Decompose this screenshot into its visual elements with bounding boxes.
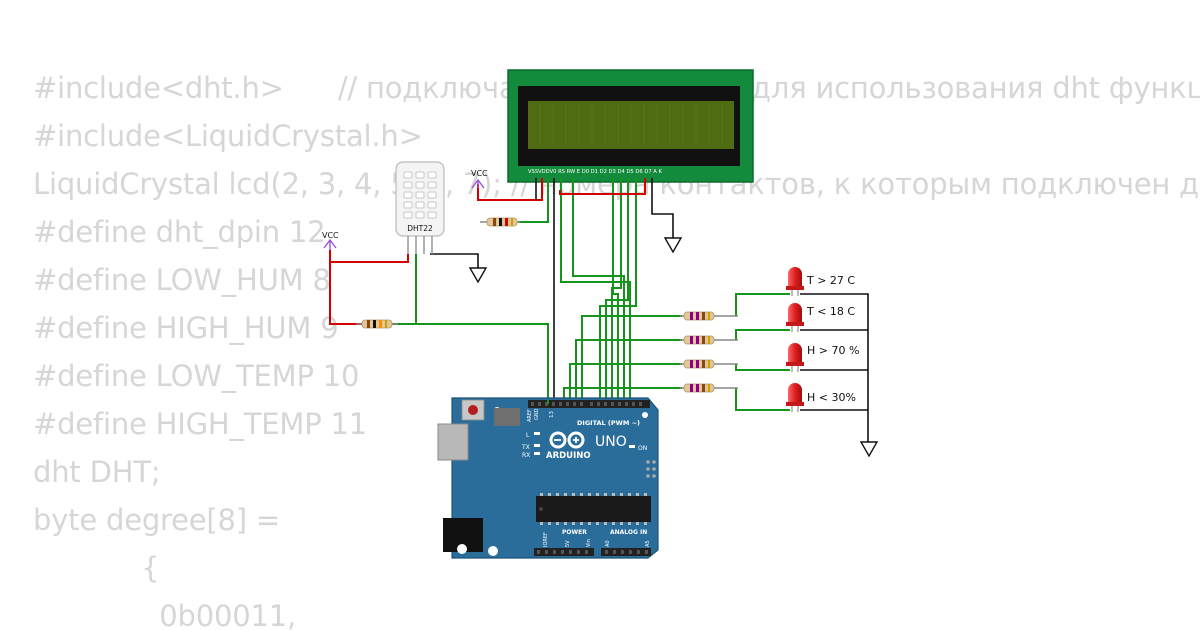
ground-symbol-lcd xyxy=(663,237,683,254)
analog-header-label: ANALOG IN xyxy=(610,529,647,536)
vcc-symbol-sensor: VCC xyxy=(322,231,339,250)
pin-label-vin: Vin xyxy=(586,539,592,547)
led-label-low-temp: T < 18 C xyxy=(806,305,855,318)
code-line: #define HIGH_TEMP 11 xyxy=(33,407,368,441)
dht22-sensor: DHT22 xyxy=(395,161,445,254)
led-low-hum: H < 30% xyxy=(786,383,856,412)
pullup-resistor xyxy=(356,319,398,329)
lcd-pin-labels: VSSVDDV0 RS RW E D0 D1 D2 D3 D4 D5 D6 D7… xyxy=(528,169,662,175)
board-brand-label: ARDUINO xyxy=(546,451,591,461)
led-label-l: L xyxy=(526,432,530,439)
led-label-rx: RX xyxy=(522,452,530,459)
led-label-high-hum: H > 70 % xyxy=(807,344,859,357)
led-low-temp: T < 18 C xyxy=(786,303,855,332)
status-leds: L TX RX xyxy=(521,432,540,459)
pin-label-5v: 5V xyxy=(565,540,571,547)
led-resistors xyxy=(680,311,738,393)
pin-label-13: 13 xyxy=(549,411,555,418)
ground-symbol-leds xyxy=(859,441,879,458)
wire-group-sensor xyxy=(329,250,549,400)
power-header-label: POWER xyxy=(562,529,587,536)
wire-group-leds xyxy=(563,293,869,442)
vcc-label-sensor: VCC xyxy=(322,231,339,240)
board-model-label: UNO xyxy=(595,434,627,450)
contrast-resistor xyxy=(480,217,520,227)
code-line: byte degree[8] = xyxy=(33,503,281,537)
lcd-display: VSSVDDV0 RS RW E D0 D1 D2 D3 D4 D5 D6 D7… xyxy=(507,69,754,183)
code-line: dht DHT; xyxy=(33,455,161,489)
code-line: #define LOW_HUM 8 xyxy=(33,263,331,297)
on-led-label: ON xyxy=(638,445,647,452)
led-high-hum: H > 70 % xyxy=(786,343,859,372)
code-line: #define LOW_TEMP 10 xyxy=(33,359,360,393)
led-label-high-temp: T > 27 C xyxy=(806,274,855,287)
pin-label-gnd: GND xyxy=(534,408,540,420)
digital-header-label: DIGITAL (PWM ~) xyxy=(577,419,640,427)
code-line: #include<LiquidCrystal.h> xyxy=(33,119,423,153)
vcc-symbol-lcd: VCC xyxy=(471,169,488,189)
code-line: #define HIGH_HUM 9 xyxy=(33,311,339,345)
pin-label-ioref: IOREF xyxy=(543,532,549,547)
led-high-temp: T > 27 C xyxy=(786,267,855,296)
ground-symbol-sensor xyxy=(430,253,488,284)
code-line: { xyxy=(33,551,160,585)
pin-label-aref: AREF xyxy=(527,409,533,422)
code-line: #define dht_dpin 12 xyxy=(33,215,326,249)
arduino-logo xyxy=(549,431,585,449)
code-line: 0b00011, xyxy=(33,599,296,630)
led-label-low-hum: H < 30% xyxy=(807,391,856,404)
sensor-label: DHT22 xyxy=(407,224,433,233)
pin-label-a0: A0 xyxy=(605,540,611,547)
pin-label-a5: A5 xyxy=(645,540,651,547)
vcc-label-lcd: VCC xyxy=(471,169,488,178)
arduino-uno-board: DIGITAL (PWM ~) 13 AREF GND UNO ARDUINO … xyxy=(437,397,659,559)
wire-group-lcd xyxy=(477,178,674,400)
led-label-tx: TX xyxy=(521,444,530,451)
